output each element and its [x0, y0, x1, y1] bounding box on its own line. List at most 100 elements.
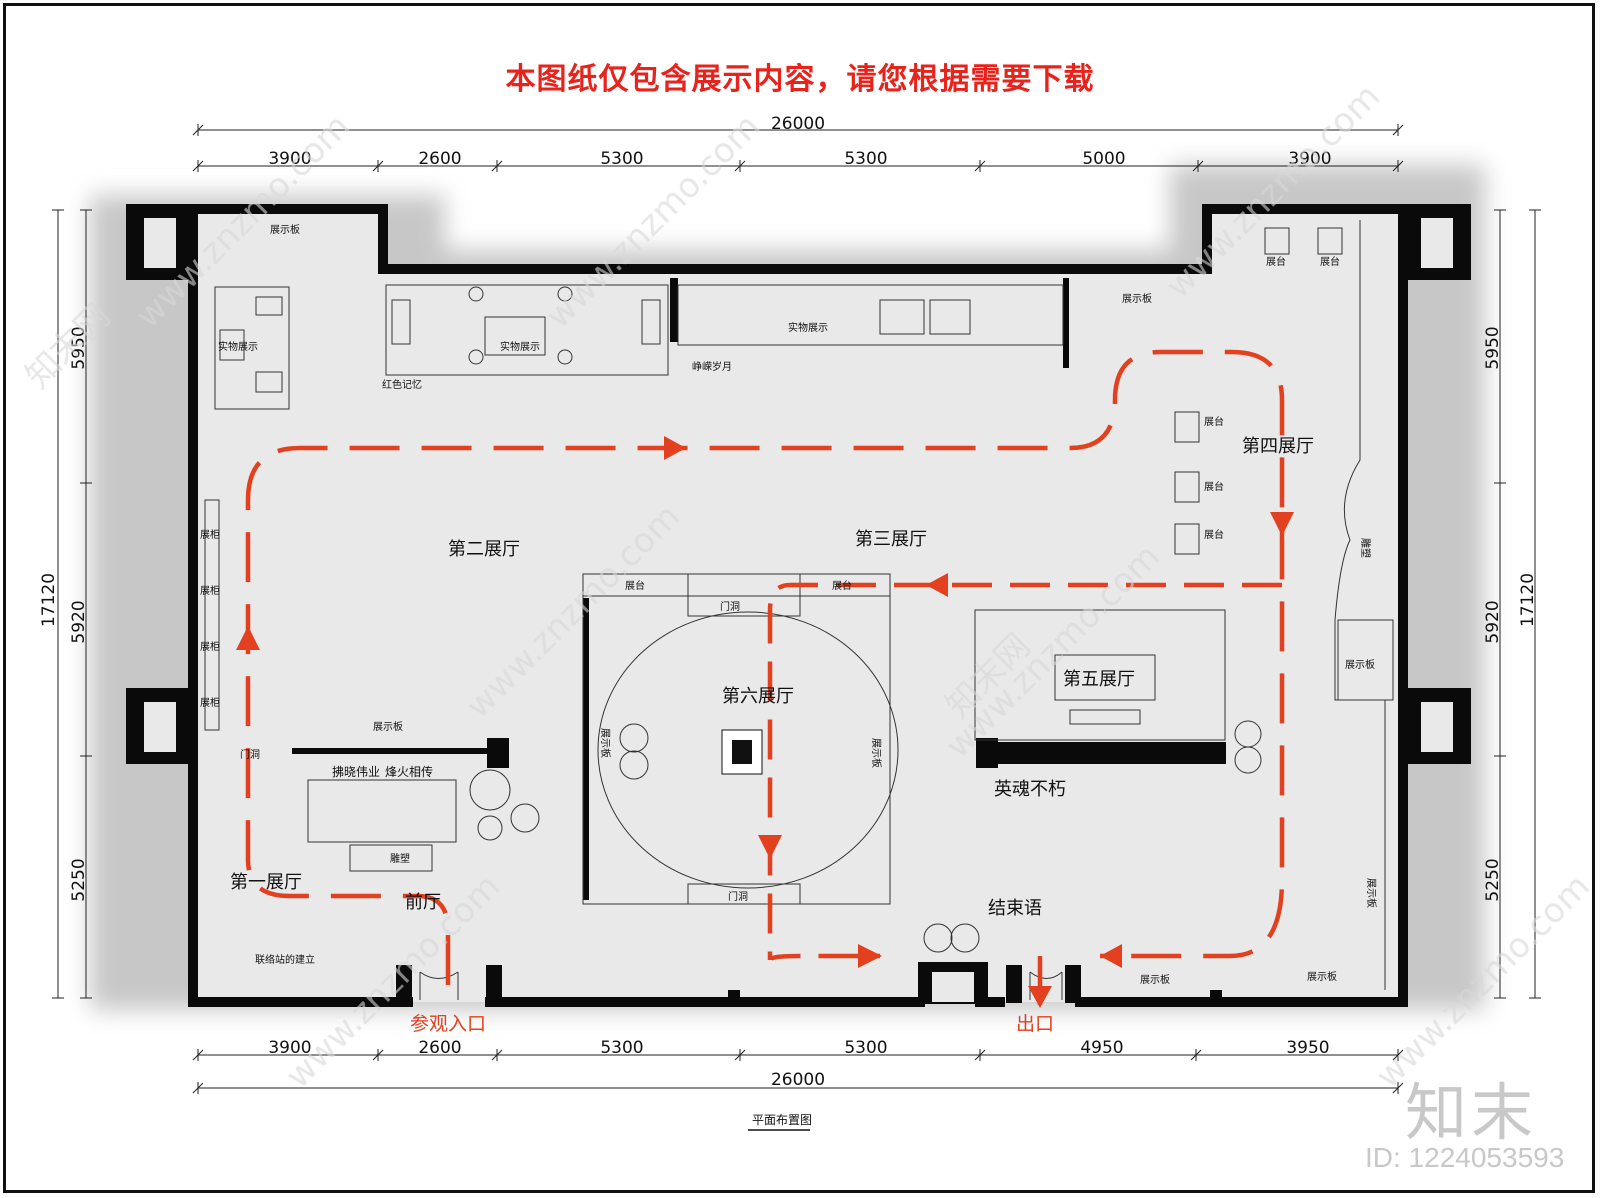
dimension-tick [372, 1049, 384, 1061]
dimension-tick [1392, 1049, 1404, 1061]
dimension-tick [1392, 160, 1404, 172]
board-label-3: 展示板 [373, 720, 403, 733]
dim-left-total: 17120 [39, 573, 59, 627]
dimension-ticks [52, 124, 1541, 1094]
dimension-tick [734, 1049, 746, 1061]
stand-label-5: 展台 [1204, 528, 1224, 541]
hall-6-label: 第六展厅 [722, 686, 794, 707]
lobby-label: 前厅 [405, 892, 441, 913]
hall-labels: 第二展厅 第三展厅 第四展厅 第五展厅 第六展厅 第一展厅 前厅 结束语 英魂不… [230, 436, 1314, 919]
liaison-label: 联络站的建立 [255, 953, 315, 966]
hall-1-label: 第一展厅 [230, 872, 302, 893]
sculpture-label-2: 雕塑 [1359, 538, 1372, 558]
dimension-labels: 26000 3900 2600 5300 5300 5000 3900 3900… [39, 114, 1538, 1090]
dim-right-2: 5250 [1483, 858, 1503, 901]
dimension-tick [1392, 1082, 1404, 1094]
dimension-tick [974, 1049, 986, 1061]
dim-bottom-total: 26000 [771, 1070, 825, 1090]
board-label-5: 展示板 [1307, 970, 1337, 983]
route-arrows [236, 436, 1294, 1008]
hall-3-label: 第三展厅 [855, 529, 927, 550]
dim-top-1: 2600 [418, 149, 461, 169]
cabinet-label-4: 展柜 [200, 696, 220, 709]
dimension-tick [491, 1049, 503, 1061]
sculpture-label: 雕塑 [390, 852, 410, 865]
drawing-caption: 平面布置图 [752, 1113, 812, 1127]
stand-label-7: 展台 [832, 579, 852, 592]
dimension-lines [57, 129, 1536, 1089]
dim-bottom-1: 2600 [418, 1038, 461, 1058]
stand-label-6: 展台 [625, 579, 645, 592]
floor-area [192, 210, 1405, 1002]
dimension-tick [734, 160, 746, 172]
cabinet-label-3: 展柜 [200, 640, 220, 653]
dimension-tick [974, 160, 986, 172]
hall-4-label: 第四展厅 [1242, 436, 1314, 457]
red-memory-label: 红色记忆 [382, 378, 422, 391]
physical-label-2: 实物展示 [500, 340, 540, 353]
board-label-4: 展示板 [1140, 973, 1170, 986]
years-label: 峥嵘岁月 [692, 360, 732, 373]
dimension-tick [491, 160, 503, 172]
outer-walls [188, 204, 1408, 1007]
cabinet-label-2: 展柜 [200, 584, 220, 597]
dim-right-1: 5920 [1483, 600, 1503, 643]
stand-label-1: 展台 [1266, 255, 1286, 268]
dimension-tick [192, 1082, 204, 1094]
download-notice-banner: 本图纸仅包含展示内容，请您根据需要下载 [505, 62, 1095, 97]
board-label-v3: 展示板 [1365, 878, 1378, 908]
board-label-1: 展示板 [270, 223, 300, 236]
entry-exit-labels: 参观入口 出口 [410, 1013, 1054, 1035]
heroes-zone-label: 英魂不朽 [994, 779, 1066, 800]
dim-left-2: 5250 [69, 858, 89, 901]
board-label-2: 展示板 [1122, 292, 1152, 305]
dim-bottom-5: 3950 [1286, 1038, 1329, 1058]
dimension-tick [1190, 1049, 1202, 1061]
cabinet-label-1: 展柜 [200, 528, 220, 541]
entrance-label: 参观入口 [410, 1013, 486, 1035]
dim-top-total: 26000 [771, 114, 825, 134]
dimension-tick [192, 124, 204, 136]
stand-label-4: 展台 [1204, 480, 1224, 493]
physical-label-1: 实物展示 [218, 340, 258, 353]
dim-left-1: 5920 [69, 600, 89, 643]
fixtures [204, 220, 1394, 1000]
doorway-label-3: 门洞 [240, 748, 260, 761]
board-label-v2: 展示板 [870, 738, 883, 768]
dim-top-5: 3900 [1288, 149, 1331, 169]
watermark-id: ID: 1224053593 [1365, 1142, 1565, 1173]
watermark-brand: 知末 [1405, 1076, 1538, 1149]
dim-bottom-4: 4950 [1080, 1038, 1123, 1058]
dim-bottom-2: 5300 [600, 1038, 643, 1058]
ending-label: 结束语 [988, 898, 1042, 919]
hall-2-label: 第二展厅 [448, 539, 520, 560]
exhibit-titles: 拂晓伟业 烽火相传 [332, 764, 433, 779]
doorway-label-1: 门洞 [720, 600, 740, 613]
pillars [126, 204, 1471, 1004]
dim-top-3: 5300 [844, 149, 887, 169]
doorway-label-2: 门洞 [728, 890, 748, 903]
dim-top-2: 5300 [600, 149, 643, 169]
dawn-label: 拂晓伟业 [332, 765, 380, 779]
dimension-tick [192, 160, 204, 172]
dimension-tick [1192, 160, 1204, 172]
physical-label-3: 实物展示 [788, 321, 828, 334]
dimension-tick [372, 160, 384, 172]
small-labels: 展示板 展示板 展示板 展示板 展示板 展示板 展示板 展示板 展示板 实物展示… [200, 223, 1378, 986]
dim-left-0: 5950 [69, 326, 89, 369]
dim-top-4: 5000 [1082, 149, 1125, 169]
inner-partitions [292, 278, 1226, 900]
board-label-v1: 展示板 [599, 728, 612, 758]
board-label-6: 展示板 [1345, 658, 1375, 671]
dimension-tick [192, 1049, 204, 1061]
dim-bottom-3: 5300 [844, 1038, 887, 1058]
exit-label: 出口 [1016, 1013, 1054, 1035]
dim-right-total: 17120 [1518, 573, 1538, 627]
dim-bottom-0: 3900 [268, 1038, 311, 1058]
dim-top-0: 3900 [268, 149, 311, 169]
dim-right-0: 5950 [1483, 326, 1503, 369]
beacon-label: 烽火相传 [385, 764, 433, 779]
stand-label-3: 展台 [1204, 415, 1224, 428]
